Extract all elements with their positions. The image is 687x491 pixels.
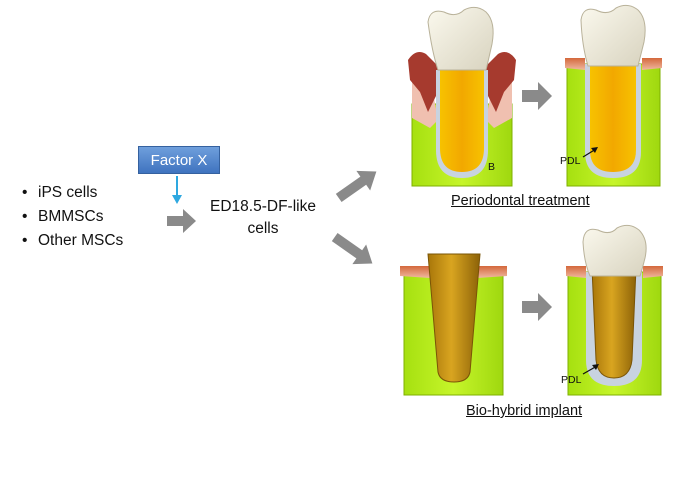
treated-tooth-panel [565, 4, 662, 187]
arrow-top-treatment [522, 82, 552, 110]
source-cell-list: iPS cells BMMSCs Other MSCs [22, 181, 123, 253]
biohybrid-panel [566, 224, 663, 396]
source-item-ips: iPS cells [22, 181, 123, 205]
arrow-down-diagonal [331, 232, 373, 265]
crown-biohybrid [582, 224, 647, 277]
factor-x-box: Factor X [138, 146, 220, 174]
gingiva-band-biohybrid [566, 266, 586, 278]
gingiva-band-implant [400, 266, 430, 278]
implant-root-biohybrid [591, 267, 637, 379]
caption-bio-hybrid-implant: Bio-hybrid implant [466, 403, 583, 419]
marker-pdl-bottom: PDL [561, 374, 582, 386]
arrow-up-diagonal [335, 170, 377, 203]
df-like-cells-label: ED18.5-DF-like cells [210, 198, 316, 237]
caption-periodontal-treatment: Periodontal treatment [451, 193, 590, 209]
marker-pdl-top: PDL [560, 155, 581, 167]
tooth-root [440, 66, 484, 172]
source-item-other-mscs: Other MSCs [22, 229, 123, 253]
gingiva-band [565, 58, 585, 70]
implant-body [427, 253, 481, 383]
arrow-bottom-implant [522, 293, 552, 321]
source-item-bmmscs: BMMSCs [22, 205, 123, 229]
tooth-root-treated [590, 62, 636, 172]
tooth-crown-treated [580, 4, 646, 67]
diseased-tooth-panel [408, 6, 516, 187]
implant-panel [400, 253, 507, 396]
arrow-to-df-cells [167, 209, 196, 233]
inflamed-tissue-left [408, 52, 438, 112]
inflamed-tissue-right [486, 52, 516, 112]
marker-b: B [488, 161, 495, 173]
tooth-crown [427, 6, 494, 71]
factor-arrow-head [172, 195, 182, 204]
